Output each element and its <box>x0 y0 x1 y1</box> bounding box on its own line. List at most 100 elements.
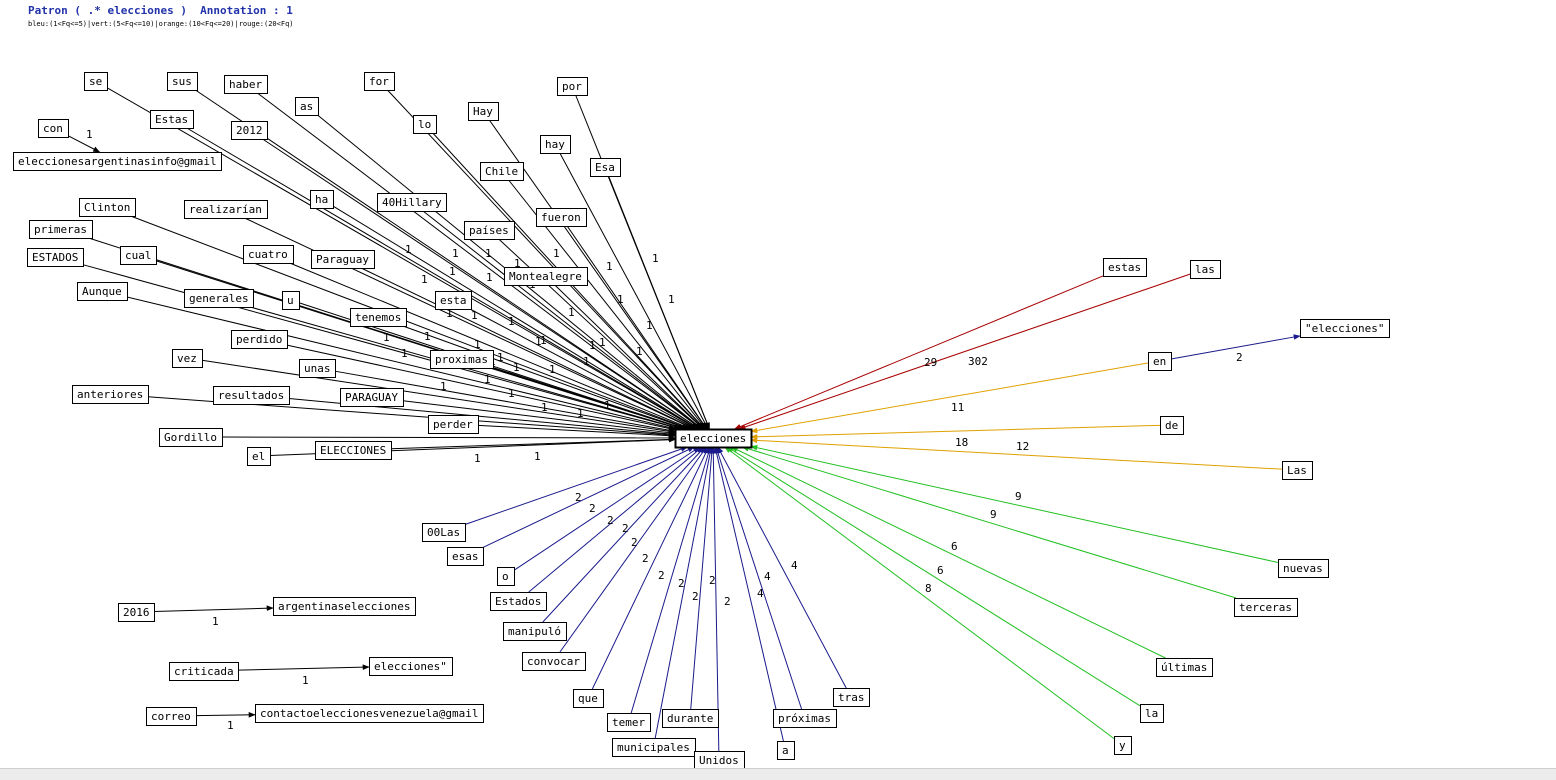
node-label: que <box>578 692 598 705</box>
edge-frequency-label: 9 <box>1015 490 1022 503</box>
node-esta: esta <box>435 291 472 310</box>
node-label: haber <box>229 78 262 91</box>
node-label: Gordillo <box>164 431 217 444</box>
edge-frequency-label: 302 <box>968 355 988 368</box>
edge-la-to-center <box>726 446 1141 707</box>
edge-frequency-label: 2 <box>622 522 629 535</box>
node-esas: esas <box>447 547 484 566</box>
node-cual: cual <box>120 246 157 265</box>
edge-frequency-label: 1 <box>599 336 606 349</box>
node-que: que <box>573 689 604 708</box>
node-label: el <box>252 450 265 463</box>
edge-y2012-to-center <box>262 138 701 430</box>
edge-clinton-to-center <box>130 215 691 430</box>
edge-hay_u-to-center <box>488 119 708 430</box>
node-label: a <box>782 744 789 757</box>
node-label: lo <box>418 118 431 131</box>
edge-frequency-label: 1 <box>589 339 596 352</box>
node-y2012: 2012 <box>231 121 268 140</box>
edge-de-to-center <box>750 424 1161 440</box>
edge-ultimas-to-center <box>730 446 1166 659</box>
node-label: criticada <box>174 665 234 678</box>
edge-terceras-to-center <box>741 446 1237 599</box>
node-tras: tras <box>833 688 870 707</box>
edge-esta-to-center <box>469 308 697 430</box>
edge-frequency-label: 1 <box>474 452 481 465</box>
node-realizarian: realizarían <box>184 200 268 219</box>
edge-frequency-label: 1 <box>549 363 556 376</box>
node-hillary: 40Hillary <box>377 193 447 212</box>
node-proximas_b: próximas <box>773 709 837 728</box>
edge-frequency-label: 1 <box>405 243 412 256</box>
node-vez: vez <box>172 349 203 368</box>
node-gordillo: Gordillo <box>159 428 223 447</box>
node-anteriores: anteriores <box>72 385 149 404</box>
node-criticada: criticada <box>169 662 239 681</box>
edge-estas_r-to-center <box>734 275 1104 430</box>
node-label: y <box>1119 739 1126 752</box>
edge-frequency-label: 2 <box>642 552 649 565</box>
node-en: en <box>1148 352 1172 371</box>
node-argelec: argentinaselecciones <box>273 597 416 616</box>
edge-frequency-label: 6 <box>937 564 944 577</box>
edge-frequency-label: 1 <box>652 252 659 265</box>
node-y2016: 2016 <box>118 603 155 622</box>
edge-realizarian-to-center <box>244 217 695 430</box>
edge-frequency-label: 1 <box>474 338 481 351</box>
node-label: durante <box>667 712 713 725</box>
node-label: perdido <box>236 333 282 346</box>
node-label: de <box>1165 419 1178 432</box>
edge-fueron-to-center <box>566 225 708 430</box>
node-label: Clinton <box>84 201 130 214</box>
node-label: contactoeleccionesvenezuela@gmail <box>260 707 479 720</box>
node-as: as <box>295 97 319 116</box>
node-a: a <box>777 741 795 760</box>
node-gmail1: eleccionesargentinasinfo@gmail <box>13 152 222 171</box>
edge-o-to-center <box>513 446 701 571</box>
edge-hay-to-center <box>559 152 709 430</box>
node-paraguay_up: PARAGUAY <box>340 388 404 407</box>
node-tenemos: tenemos <box>350 308 407 327</box>
node-o: o <box>497 567 515 586</box>
edge-manipulo-to-center <box>542 446 706 623</box>
edge-municipales-to-center <box>654 446 713 739</box>
edge-esas-to-center <box>482 446 695 548</box>
edge-frequency-label: 1 <box>553 247 560 260</box>
horizontal-scrollbar[interactable] <box>0 768 1556 780</box>
edge-estados-to-center <box>528 446 703 593</box>
node-label: por <box>562 80 582 93</box>
edge-frequency-label: 2 <box>658 569 665 582</box>
edge-labels-layer: 1111111111111111111111111111111111111111… <box>86 128 1243 732</box>
edge-frequency-label: 1 <box>302 674 309 687</box>
node-municipales: municipales <box>612 738 696 757</box>
edge-las_u-to-center <box>750 437 1283 470</box>
node-correo: correo <box>146 707 197 726</box>
edge-frequency-label: 1 <box>497 351 504 364</box>
node-label: esas <box>452 550 479 563</box>
node-label: cual <box>125 249 152 262</box>
edge-frequency-label: 1 <box>485 247 492 260</box>
node-label: esta <box>440 294 467 307</box>
edge-a-to-center <box>713 446 784 742</box>
edge-elecciones_up-to-center <box>390 436 676 450</box>
node-label: estas <box>1108 261 1141 274</box>
node-haber: haber <box>224 75 268 94</box>
edge-frequency-label: 4 <box>791 559 798 572</box>
node-label: anteriores <box>77 388 143 401</box>
node-label: perder <box>433 418 473 431</box>
edge-proximas_b-to-center <box>715 446 803 710</box>
edge-en-to-eleccq <box>1170 334 1301 360</box>
node-label: tras <box>838 691 865 704</box>
edge-frequency-label: 1 <box>452 247 459 260</box>
edge-nuevas-to-center <box>750 444 1279 563</box>
node-label: elecciones" <box>374 660 447 673</box>
node-label: argentinaselecciones <box>278 600 410 613</box>
node-el: el <box>247 447 271 466</box>
node-for: for <box>364 72 395 91</box>
node-label: con <box>43 122 63 135</box>
node-cuatro: cuatro <box>243 245 294 264</box>
edge-frequency-label: 1 <box>471 309 478 322</box>
node-label: "elecciones" <box>1305 322 1384 335</box>
node-label: 2012 <box>236 124 263 137</box>
node-label: Chile <box>485 165 518 178</box>
